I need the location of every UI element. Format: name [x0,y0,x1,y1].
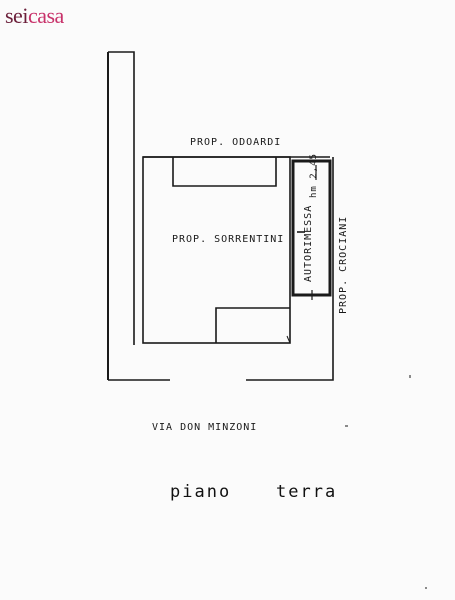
seicasa-logo: seicasa [5,5,64,27]
label-garage-height: hm 2,45 [309,153,319,198]
label-autorimessa: AUTORIMESSA [303,204,314,282]
right-boundary [246,157,334,381]
label-prop-odoardi: PROP. ODOARDI [190,137,282,148]
label-floor-word1: piano [170,482,232,502]
bottom-notch [215,307,290,343]
logo-text-casa: casa [27,3,64,28]
label-prop-sorrentini: PROP. SORRENTINI [172,234,285,245]
label-street-name: VIA DON MINZONI [152,422,258,433]
label-prop-crociani: PROP. CROCIANI [338,215,349,314]
logo-text-sei: sei [5,3,28,28]
label-floor-word2: terra [276,482,338,502]
top-notch [172,157,277,187]
left-boundary-top [108,51,135,345]
